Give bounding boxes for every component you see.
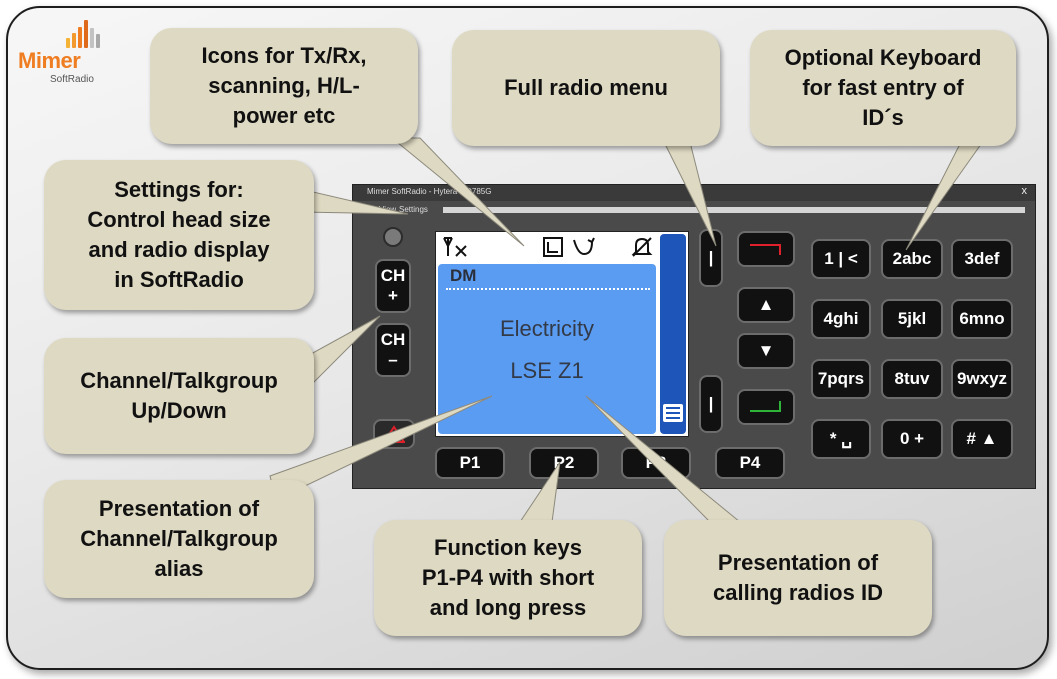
mode-indicator: DM [450,266,477,285]
callout-text: and long press [429,595,587,620]
ch-down-button[interactable]: CH – [375,323,411,377]
p2-button[interactable]: P2 [529,447,599,479]
callout-alias: Presentation of Channel/Talkgroup alias [44,480,314,598]
callout-text: for fast entry of [802,75,964,100]
callout-text: Settings for: [114,177,244,202]
key-6[interactable]: 6mno [951,299,1013,339]
ch-up-label: CH [380,266,406,285]
callout-text: Presentation of [717,550,879,575]
p3-button[interactable]: P3 [621,447,691,479]
plus-sign: + [388,286,398,305]
ch-down-label: CH [380,330,406,349]
progress-bar [443,207,1025,213]
key-0[interactable]: 0 + [881,419,943,459]
key-3[interactable]: 3def [951,239,1013,279]
status-icon-row [436,232,658,262]
key-1[interactable]: 1 | < [811,239,871,279]
ch-up-button[interactable]: CH + [375,259,411,313]
ok-key[interactable]: | [699,375,723,433]
up-button[interactable]: ▲ [737,287,795,323]
call-button[interactable] [737,389,795,425]
callout-function-keys: Function keys P1-P4 with short and long … [374,520,642,636]
callout-text: Full radio menu [504,75,668,100]
callout-settings: Settings for: Control head size and radi… [44,160,314,310]
callout-status-icons: Icons for Tx/Rx, scanning, H/L- power et… [150,28,418,144]
window-title: Mimer SoftRadio - Hytera MD785G [367,187,492,196]
callout-calling-id: Presentation of calling radios ID [664,520,932,636]
talkgroup-alias: LSE Z1 [510,358,584,383]
callout-keyboard: Optional Keyboard for fast entry of ID´s [750,30,1016,146]
antenna-no-signal-icon [442,236,470,264]
logo-bars-icon [66,18,106,48]
callout-text: Icons for Tx/Rx, [201,43,367,68]
callout-text: in SoftRadio [114,267,244,292]
callout-text: alias [154,556,204,581]
key-8[interactable]: 8tuv [881,359,943,399]
callout-text: ID´s [862,105,904,130]
callout-text: power etc [232,103,336,128]
key-5[interactable]: 5jkl [881,299,943,339]
callout-text: calling radios ID [713,580,883,605]
menu-key[interactable]: | [699,229,723,287]
emergency-button[interactable] [373,419,415,449]
callout-radio-menu: Full radio menu [452,30,720,146]
scan-icon [542,236,564,264]
menu-file[interactable]: File [361,205,374,214]
end-call-icon [750,244,781,255]
key-7[interactable]: 7pqrs [811,359,871,399]
key-9[interactable]: 9wxyz [951,359,1013,399]
callout-text: Function keys [434,535,582,560]
lcd-screen: DM Electricity LSE Z1 [438,264,656,434]
callout-text: Presentation of [98,496,260,521]
key-hash[interactable]: # ▲ [951,419,1013,459]
radio-display: DM Electricity LSE Z1 [435,231,689,437]
mute-icon [630,236,654,264]
key-2[interactable]: 2abc [881,239,943,279]
callout-text: Channel/Talkgroup [80,526,278,551]
alarm-triangle-icon [383,425,405,443]
callout-text: P1-P4 with short [421,565,595,590]
close-button[interactable]: x [1021,185,1028,197]
logo-name: Mimer [18,48,81,73]
callout-text: scanning, H/L- [208,73,360,98]
key-4[interactable]: 4ghi [811,299,871,339]
p1-button[interactable]: P1 [435,447,505,479]
end-call-button[interactable] [737,231,795,267]
callout-text: Channel/Talkgroup [80,368,278,393]
mimer-softradio-logo: Mimer SoftRadio [18,18,108,88]
callout-text: Optional Keyboard [784,45,982,70]
separator [446,288,650,290]
minus-sign: – [388,350,398,369]
p4-button[interactable]: P4 [715,447,785,479]
display-scrollbar[interactable] [660,234,686,434]
status-led [383,227,403,247]
window-titlebar: Mimer SoftRadio - Hytera MD785G x [353,185,1035,201]
talkaround-icon [570,236,596,264]
menu-list-icon[interactable] [663,404,683,422]
callout-text: and radio display [88,237,270,262]
callout-channel-updown: Channel/Talkgroup Up/Down [44,338,314,454]
menu-settings[interactable]: Settings [399,205,428,214]
logo-sub: SoftRadio [50,74,94,85]
down-button[interactable]: ▼ [737,333,795,369]
key-star[interactable]: * ␣ [811,419,871,459]
channel-alias: Electricity [499,316,595,341]
callout-text: Up/Down [131,398,227,423]
callout-text: Control head size [87,207,271,232]
softradio-window: Mimer SoftRadio - Hytera MD785G x File V… [352,184,1036,489]
menubar: File View Settings [353,203,1035,215]
menu-view[interactable]: View [379,205,397,214]
call-icon [750,401,781,412]
